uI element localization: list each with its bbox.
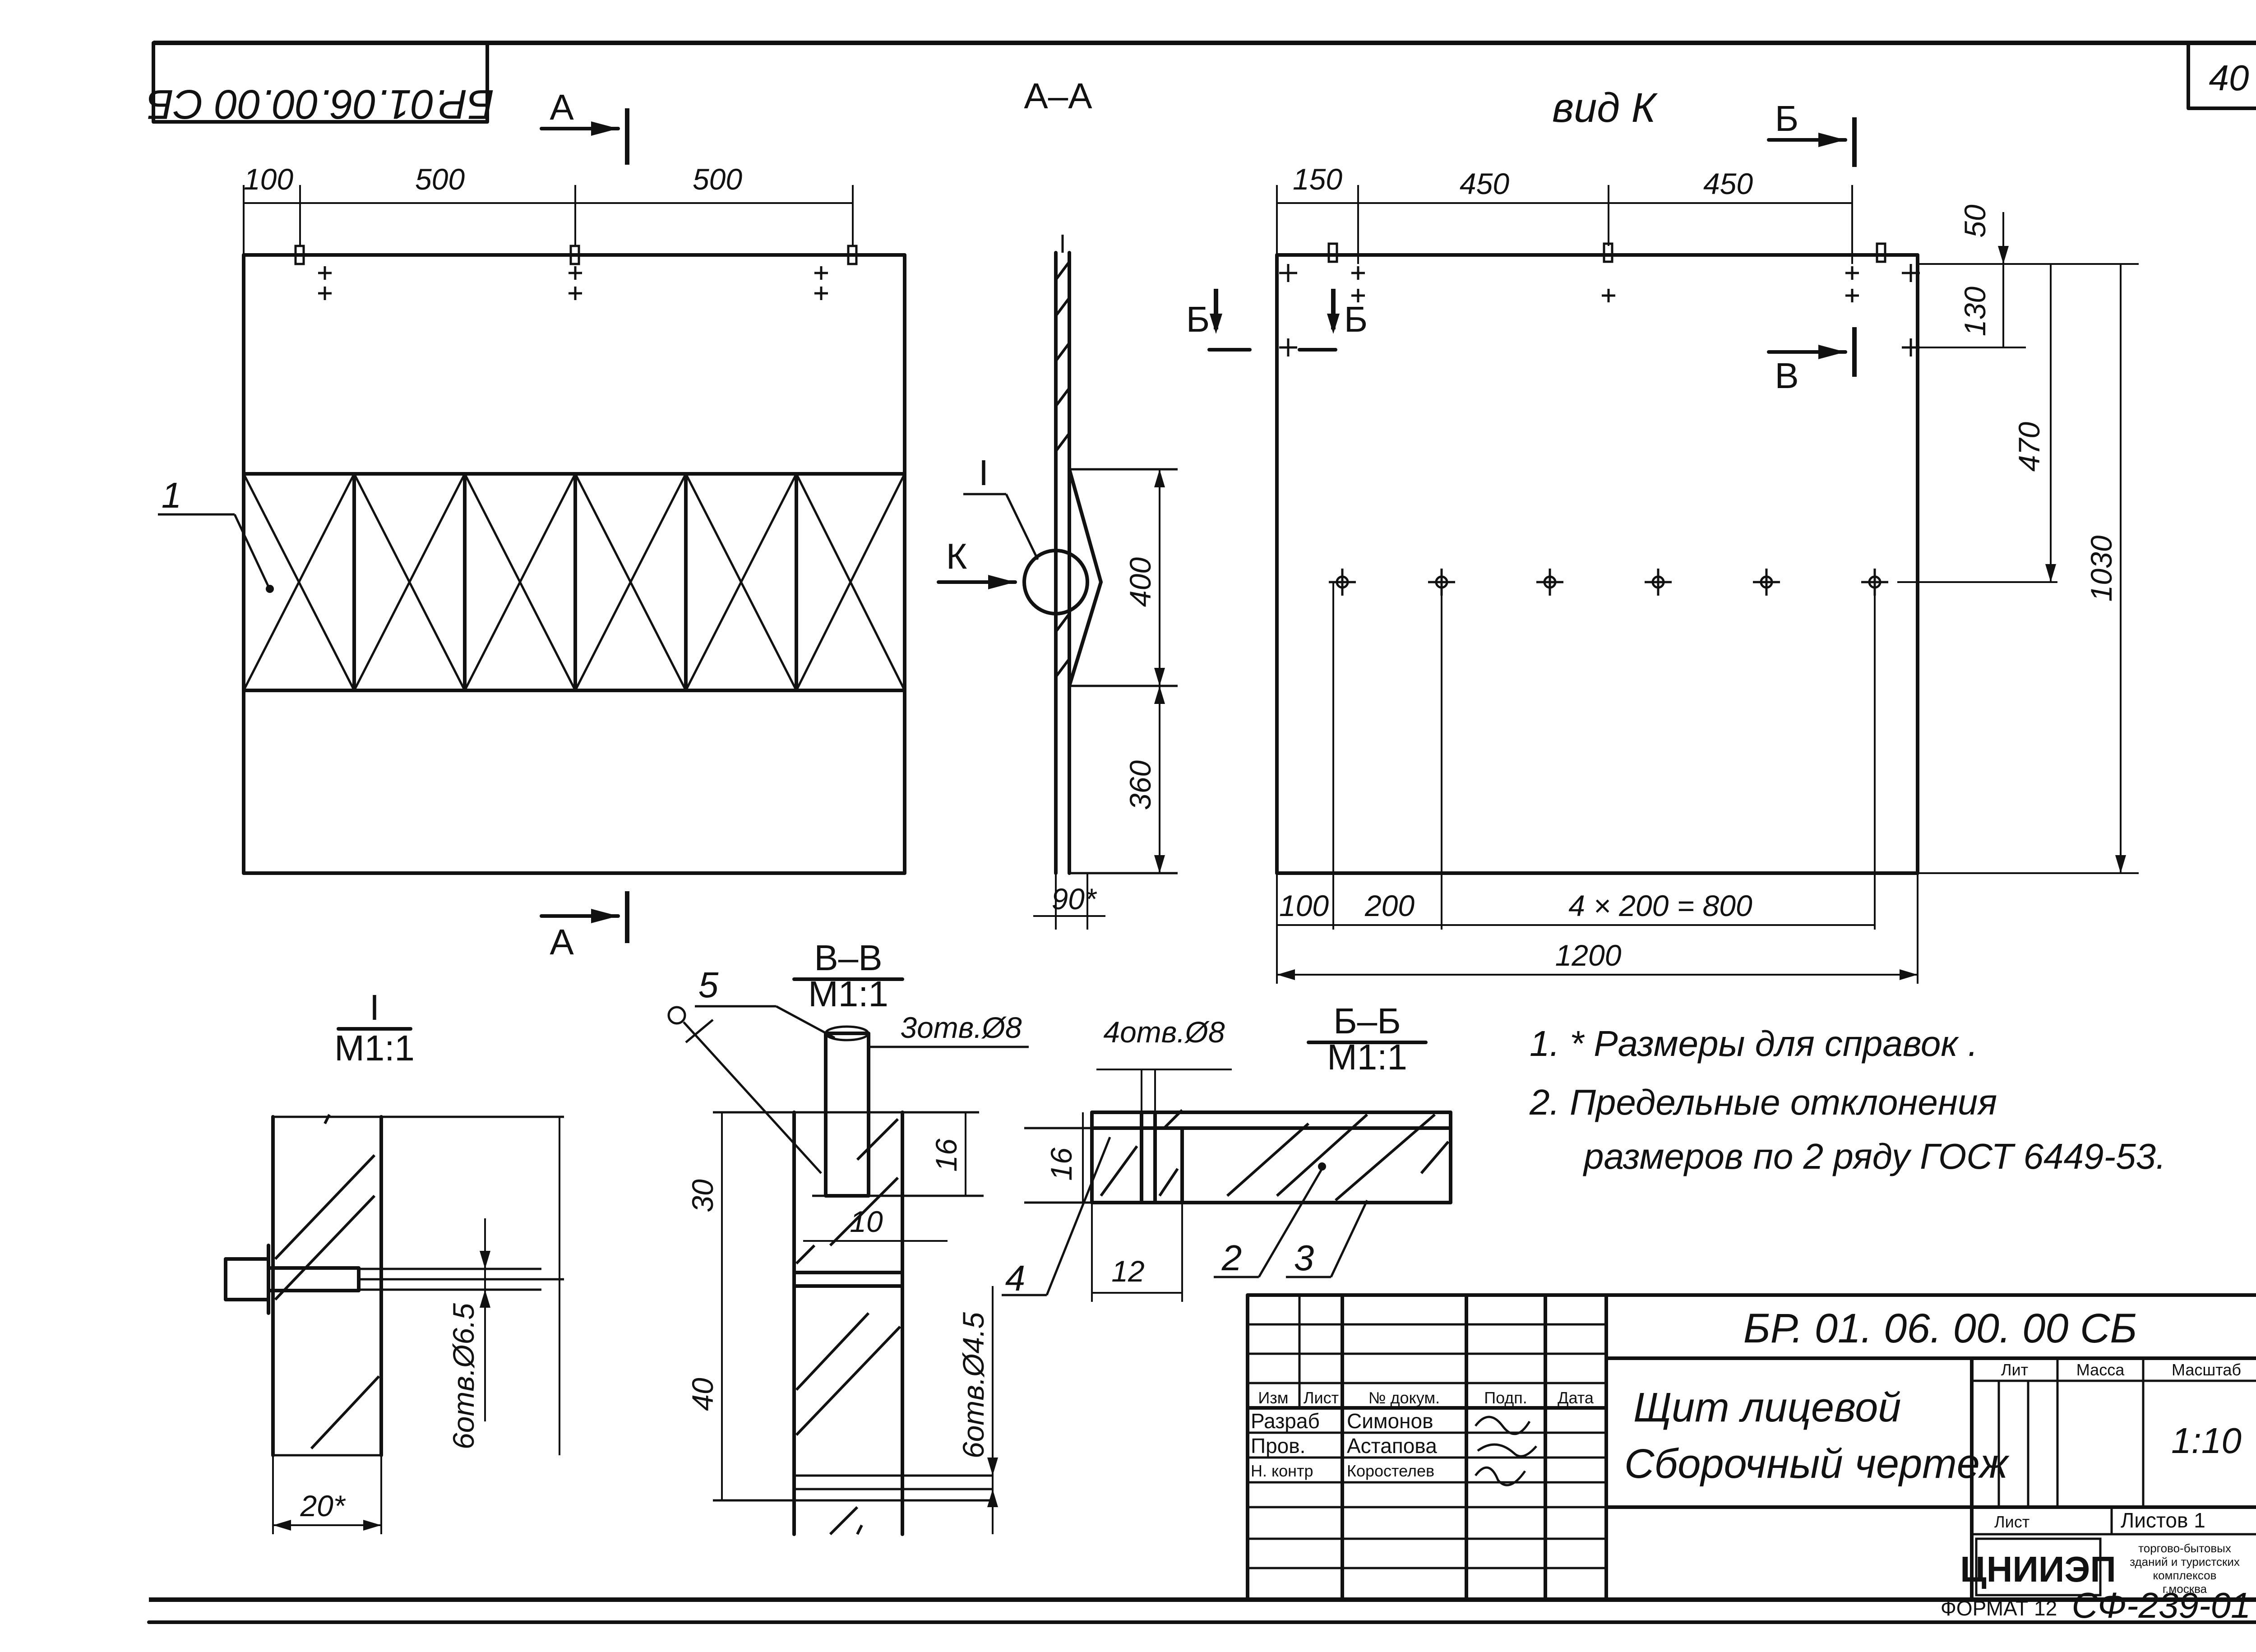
stamp-org-name-4: г.москва (2163, 1582, 2207, 1596)
node-i-holes: 6отв.Ø6.5 (447, 1303, 480, 1450)
stamp-name-3: Коростелев (1347, 1462, 1434, 1480)
stamp-name-2: Астапова (1347, 1434, 1437, 1458)
node-i-scale: М1:1 (334, 1028, 415, 1068)
section-bb-title: Б–Б (1333, 1001, 1401, 1041)
bb-dim-12: 12 (1111, 1254, 1144, 1288)
front-view (158, 108, 906, 943)
stamp-org-name-1: торгово-бытовых (2138, 1541, 2231, 1555)
front-dim-500a: 500 (415, 162, 465, 196)
stamp-code: БР. 01. 06. 00. 00 СБ (1743, 1305, 2137, 1351)
stamp-sheet-label: Лист (1994, 1513, 2029, 1531)
vv-dim-16: 16 (929, 1138, 963, 1172)
stamp-col-sign: Подп. (1484, 1388, 1527, 1407)
section-bb-scale: М1:1 (1327, 1037, 1407, 1077)
vk-dim-450b: 450 (1703, 167, 1753, 200)
section-aa-title: А–А (1024, 76, 1092, 116)
front-dim-500b: 500 (693, 162, 742, 196)
stamp-col-doc: № докум. (1368, 1388, 1440, 1407)
section-vv-detail (667, 1005, 1029, 1536)
callout-2: 2 (1221, 1238, 1242, 1278)
vv-dim-10: 10 (850, 1205, 883, 1238)
bb-holes-4: 4отв.Ø8 (1103, 1015, 1225, 1049)
vk-dim-470: 470 (2012, 422, 2046, 472)
stamp-col-list: Лист (1304, 1388, 1339, 1407)
section-mark-v: В (1775, 356, 1798, 396)
vk-dim-450a: 450 (1460, 167, 1509, 200)
stamp-title-2: Сборочный чертеж (1624, 1441, 2010, 1487)
rotated-drawing-code: БР.01.06.00.00 СБ (147, 81, 494, 127)
callout-1: 1 (162, 475, 182, 515)
stamp-role-3: Н. контр (1251, 1462, 1313, 1480)
node-i-detail (224, 1114, 564, 1534)
vk-dim-1030: 1030 (2085, 535, 2118, 602)
format-label: ФОРМАТ 12 (1941, 1596, 2057, 1620)
section-mark-a-bottom: А (550, 922, 574, 962)
section-mark-b-left: Б (1186, 299, 1210, 339)
vk-dim-200: 200 (1364, 889, 1415, 922)
stamp-org-logo: ЦНИИЭП (1960, 1549, 2116, 1589)
stamp-name-1: Симонов (1347, 1409, 1433, 1433)
node-i-label: I (979, 453, 989, 493)
section-mark-a-top: А (550, 87, 574, 127)
stamp-title-1: Щит лицевой (1633, 1384, 1901, 1430)
vv-holes-3: 3отв.Ø8 (900, 1011, 1022, 1044)
stamp-mass-label: Масса (2076, 1360, 2125, 1379)
vk-dim-130: 130 (1958, 287, 1992, 336)
vk-dim-1200: 1200 (1555, 939, 1622, 972)
vv-holes-6: 6отв.Ø4.5 (957, 1312, 990, 1459)
note-2-cont: размеров по 2 ряду ГОСТ 6449-53. (1583, 1136, 2166, 1176)
note-2: 2. Предельные отклонения (1529, 1082, 1997, 1122)
front-dim-100: 100 (244, 162, 293, 196)
title-block (1246, 1293, 2256, 1601)
vk-dim-50: 50 (1958, 204, 1992, 238)
stamp-org-name-2: зданий и туристских (2130, 1555, 2240, 1569)
stamp-col-izm: Изм (1258, 1388, 1288, 1407)
vk-dim-4x200: 4 × 200 = 800 (1568, 889, 1752, 922)
callout-5: 5 (698, 965, 719, 1005)
stamp-scale-label: Масштаб (2172, 1360, 2241, 1379)
bb-dim-16: 16 (1045, 1148, 1078, 1181)
section-bb-detail (1002, 1069, 1452, 1302)
sheet-number: 40 (2209, 58, 2249, 98)
vv-dim-30: 30 (686, 1179, 719, 1212)
stamp-org-name-3: комплексов (2153, 1569, 2217, 1582)
callout-3: 3 (1294, 1238, 1314, 1278)
node-i-title: I (370, 987, 379, 1027)
stamp-scale-value: 1:10 (2171, 1421, 2242, 1461)
format-code: СФ-239-01 (2071, 1585, 2251, 1625)
section-mark-b-top: Б (1775, 98, 1799, 139)
section-vv-title: В–В (814, 938, 882, 978)
aa-dim-90: 90* (1051, 882, 1097, 916)
bolt-row (1329, 569, 1888, 596)
callout-4: 4 (1005, 1258, 1026, 1298)
view-k-arrow-label: К (946, 536, 967, 576)
stamp-role-2: Пров. (1251, 1434, 1305, 1458)
vv-dim-40: 40 (686, 1378, 719, 1411)
view-k (1207, 117, 2139, 984)
section-vv-scale: М1:1 (808, 974, 888, 1014)
view-k-title: вид К (1552, 85, 1658, 131)
aa-dim-400: 400 (1123, 557, 1157, 607)
node-i-dim-20: 20* (300, 1489, 346, 1522)
section-mark-b-inner: Б (1344, 299, 1368, 339)
stamp-lit-label: Лит (2001, 1360, 2028, 1379)
aa-dim-360: 360 (1123, 760, 1157, 810)
stamp-sheets-label: Листов 1 (2121, 1509, 2205, 1532)
stamp-role-1: Разраб (1251, 1409, 1320, 1433)
vk-dim-150: 150 (1293, 162, 1342, 196)
vk-dim-100: 100 (1279, 889, 1329, 922)
stamp-col-date: Дата (1558, 1388, 1594, 1407)
note-1: 1. * Размеры для справок . (1530, 1023, 1978, 1064)
section-aa (937, 235, 1178, 930)
